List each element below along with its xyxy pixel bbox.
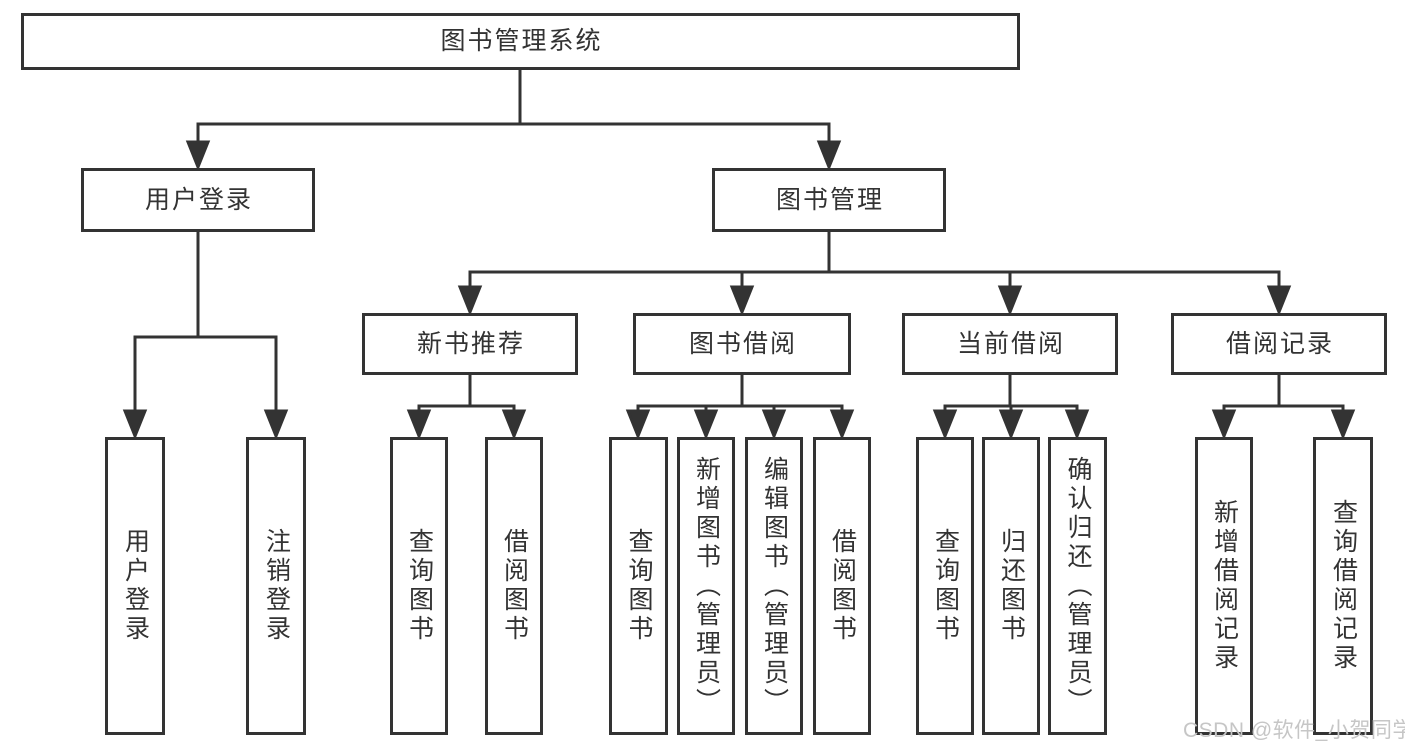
arrowhead (932, 409, 958, 441)
arrowhead (829, 409, 855, 441)
node-book-management: 图书管理 (712, 168, 946, 232)
leaf-query-books-current: 查询图书 (916, 437, 974, 735)
leaf-logout: 注销登录 (246, 437, 306, 735)
arrowhead (761, 409, 787, 441)
node-new-book-recommendation: 新书推荐 (362, 313, 578, 375)
leaf-query-books-borrowing: 查询图书 (609, 437, 668, 735)
leaf-confirm-return-admin: 确认归还（管理员） (1048, 437, 1107, 735)
node-borrowing-records: 借阅记录 (1171, 313, 1387, 375)
csdn-watermark: CSDN @软件_小贺同学 (1183, 719, 1405, 742)
arrowhead (693, 409, 719, 441)
arrowhead (1211, 409, 1237, 441)
arrowhead (625, 409, 651, 441)
leaf-edit-books-admin: 编辑图书（管理员） (745, 437, 803, 735)
arrowhead (122, 409, 148, 441)
node-current-borrowing: 当前借阅 (902, 313, 1118, 375)
arrowhead (1064, 409, 1090, 441)
leaf-query-books-recommend: 查询图书 (390, 437, 448, 735)
arrowhead (457, 285, 483, 317)
arrowhead (263, 409, 289, 441)
leaf-borrow-books-borrowing: 借阅图书 (813, 437, 871, 735)
node-library-management-system: 图书管理系统 (21, 13, 1020, 70)
leaf-add-borrow-record: 新增借阅记录 (1195, 437, 1253, 735)
leaf-borrow-books-recommend: 借阅图书 (485, 437, 543, 735)
arrowhead (185, 140, 211, 172)
arrowhead (998, 409, 1024, 441)
arrowhead (406, 409, 432, 441)
leaf-user-login: 用户登录 (105, 437, 165, 735)
arrowhead (816, 140, 842, 172)
node-book-borrowing: 图书借阅 (633, 313, 851, 375)
arrowhead (1266, 285, 1292, 317)
leaf-add-books-admin: 新增图书（管理员） (677, 437, 735, 735)
arrowhead (997, 285, 1023, 317)
node-user-login: 用户登录 (81, 168, 315, 232)
arrowhead (729, 285, 755, 317)
arrowhead (501, 409, 527, 441)
leaf-return-books: 归还图书 (982, 437, 1040, 735)
leaf-query-borrow-record: 查询借阅记录 (1313, 437, 1373, 735)
arrowhead (1330, 409, 1356, 441)
